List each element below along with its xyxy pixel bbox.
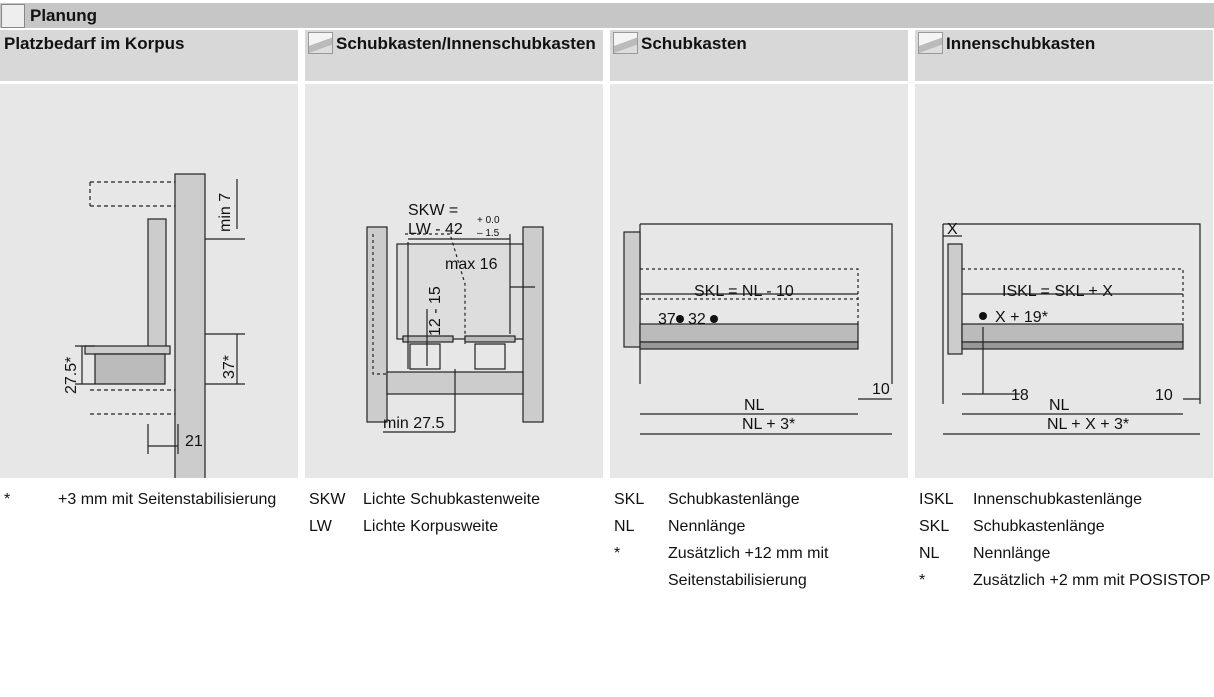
column-inner-drawer: Innenschubkasten X ISKL = SKL + X X + 19… [915, 30, 1213, 594]
dim-27-5: 27.5* [63, 357, 80, 394]
svg-text:18: 18 [1011, 387, 1029, 404]
dim-iskl: ISKL = SKL + X [1002, 283, 1113, 300]
diagram-drawer-width: SKW = LW - 42 + 0.0 – 1.5 max 16 12 - 15… [305, 84, 603, 478]
dim-max16: max 16 [445, 256, 498, 273]
dim-min7: min 7 [217, 193, 234, 232]
diagram-drawer-length: SKL = NL - 10 37 32 10 NL NL + 3* [610, 84, 908, 478]
drawer-icon [308, 32, 333, 54]
diagram-inner-drawer-length: X ISKL = SKL + X X + 19* 18 10 NL NL + X… [915, 84, 1213, 478]
svg-text:+ 0.0: + 0.0 [477, 215, 500, 226]
drawer-icon [918, 32, 943, 54]
svg-text:37: 37 [658, 311, 676, 328]
svg-text:X + 19*: X + 19* [995, 309, 1048, 326]
section-title: Planung [30, 6, 98, 25]
column-title: Schubkasten [641, 34, 747, 53]
svg-text:NL: NL [1049, 397, 1070, 414]
column-space-requirement: Platzbedarf im Korpus min 7 27.5* 37* 21… [0, 30, 298, 513]
column-drawer: Schubkasten SKL = NL - 10 37 32 10 NL NL… [610, 30, 908, 594]
column-drawer-inner-drawer: Schubkasten/Innenschubkasten SKW = LW - … [305, 30, 603, 540]
svg-text:10: 10 [1155, 387, 1173, 404]
svg-text:X: X [947, 221, 958, 238]
dim-12-15: 12 - 15 [427, 286, 444, 336]
svg-text:10: 10 [872, 381, 890, 398]
dim-min27-5: min 27.5 [383, 415, 444, 432]
column-title: Schubkasten/Innenschubkasten [336, 34, 596, 53]
svg-text:NL: NL [744, 397, 765, 414]
label-skw: SKW = [408, 202, 458, 219]
dim-skl: SKL = NL - 10 [694, 283, 794, 300]
svg-text:NL + 3*: NL + 3* [742, 416, 795, 433]
label-lw-42: LW - 42 [408, 221, 463, 238]
planning-icon [1, 4, 25, 28]
column-title: Innenschubkasten [946, 34, 1096, 53]
svg-text:NL + X + 3*: NL + X + 3* [1047, 416, 1129, 433]
drawer-icon [613, 32, 638, 54]
note: *+3 mm mit Seitenstabilisierung [4, 491, 277, 508]
dim-21: 21 [185, 433, 203, 450]
note: *Zusätzlich +2 mm mit POSISTOP [919, 572, 1211, 589]
dim-37: 37* [221, 355, 238, 379]
svg-text:32: 32 [688, 311, 706, 328]
column-title: Platzbedarf im Korpus [4, 34, 185, 53]
diagram-cabinet-space: min 7 27.5* 37* 21 [0, 84, 298, 478]
svg-text:– 1.5: – 1.5 [477, 228, 500, 239]
section-header: Planung [0, 3, 1214, 28]
note: *Zusätzlich +12 mm mit Seitenstabilisier… [614, 545, 829, 589]
